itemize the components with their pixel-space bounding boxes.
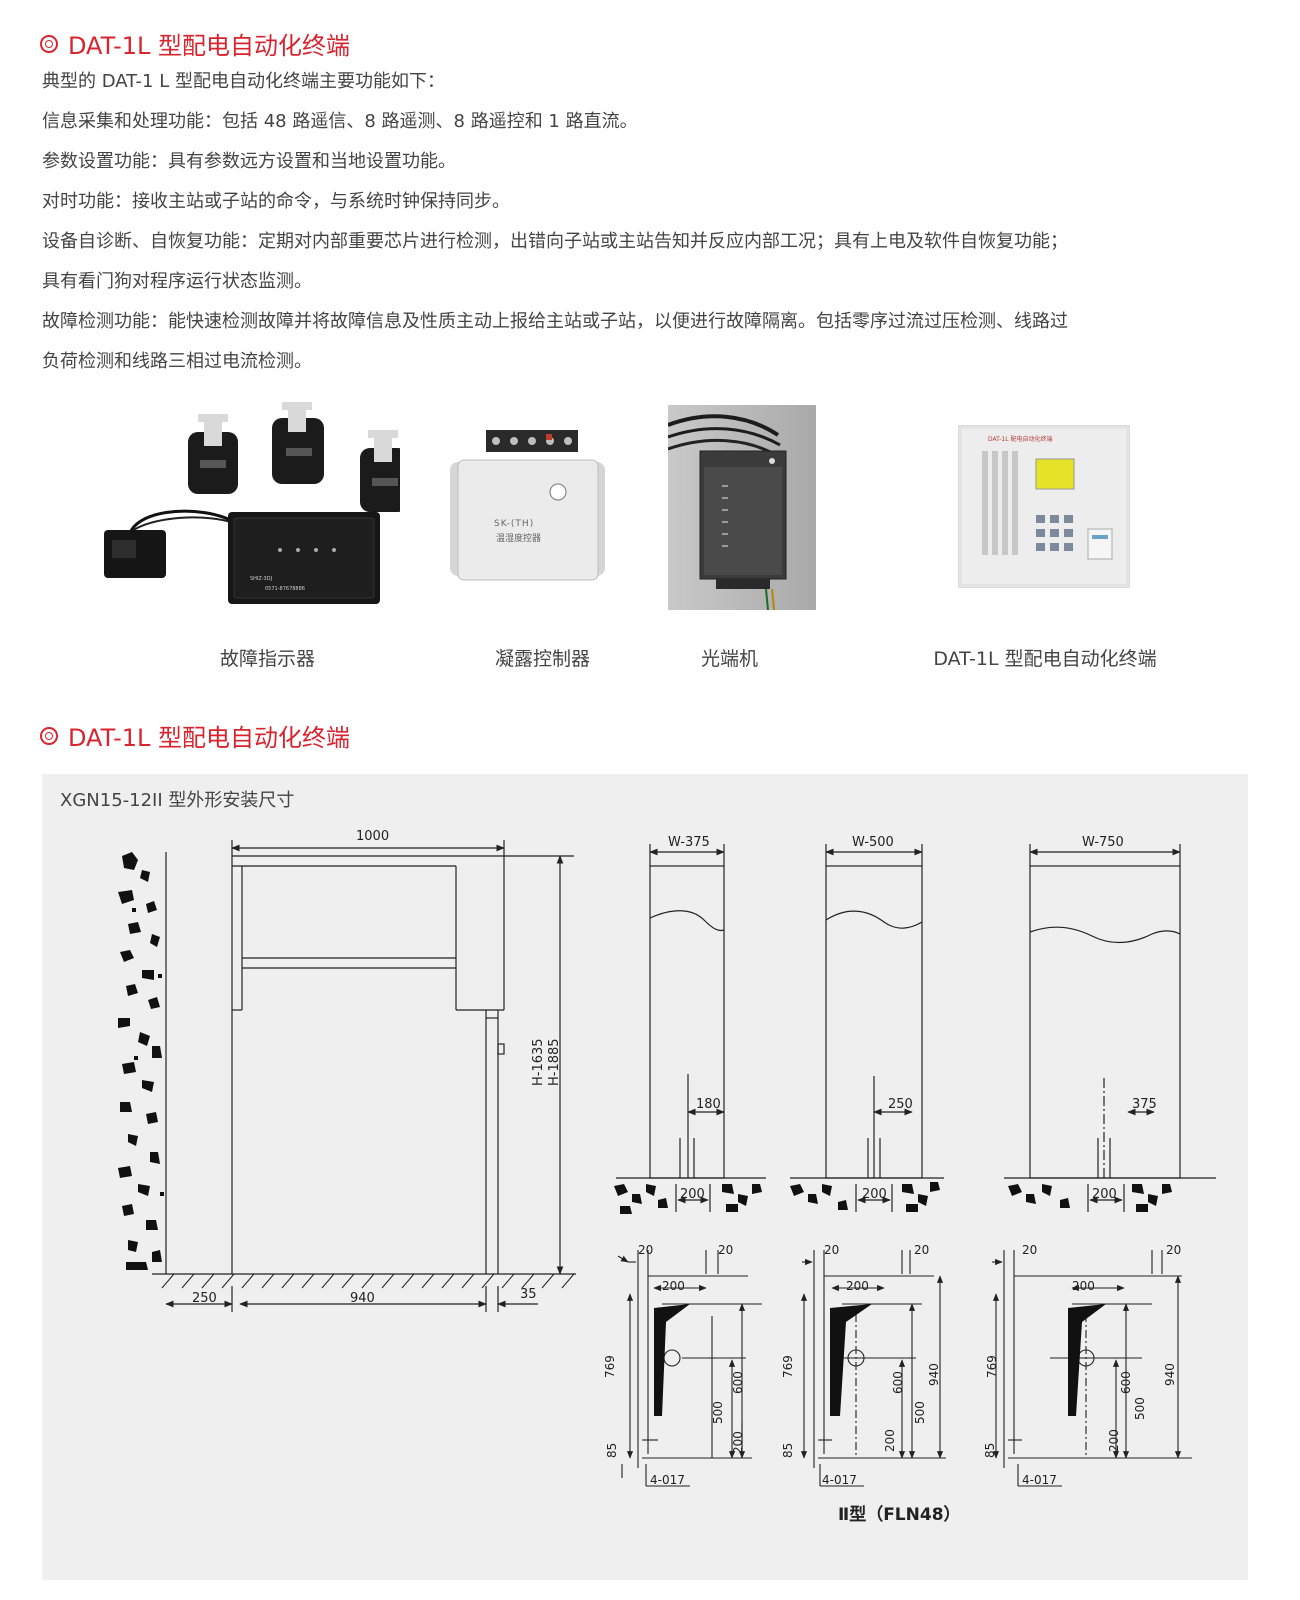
plan-1-c: 200 bbox=[662, 1279, 685, 1293]
feature-description: 典型的 DAT-1 L 型配电自动化终端主要功能如下： 信息采集和处理功能：包括… bbox=[42, 62, 1192, 382]
dimension-drawing-panel: XGN15-12II 型外形安装尺寸 bbox=[42, 774, 1248, 1580]
plan-1-holes: 4-017 bbox=[650, 1473, 685, 1487]
device-phone-text: 0571-87678886 bbox=[265, 586, 305, 592]
plan-3-c: 200 bbox=[1072, 1279, 1095, 1293]
dat-terminal-photo: DAT-1L 配电自动化终端 bbox=[958, 425, 1130, 588]
front-view-1-offset: 180 bbox=[696, 1097, 721, 1112]
front-view-3-width: W-750 bbox=[1082, 835, 1124, 850]
plan-2-d: 769 bbox=[781, 1355, 795, 1378]
paragraph-line: 具有看门狗对程序运行状态监测。 bbox=[42, 271, 312, 292]
front-view-2-offset: 250 bbox=[888, 1097, 913, 1112]
plan-3-f: 500 bbox=[1133, 1397, 1147, 1420]
device-model-text: SK-(TH) bbox=[494, 519, 534, 529]
dimension-drawing: 1000 H-1635 H-1885 250 940 35 bbox=[118, 829, 1216, 1525]
paragraph-line: 设备自诊断、自恢复功能：定期对内部重要芯片进行检测，出错向子站或主站告知并反应内… bbox=[42, 231, 1068, 252]
dim-h1: H-1635 bbox=[531, 1038, 546, 1086]
plan-3-h: 85 bbox=[983, 1443, 997, 1458]
plan-2-total: 940 bbox=[927, 1363, 941, 1386]
plan-2-a: 20 bbox=[824, 1243, 839, 1257]
fault-indicator-photo: SHIZ-3DJ 0571-87678886 bbox=[104, 402, 400, 604]
caption-condensation-controller: 凝露控制器 bbox=[494, 648, 590, 670]
section-heading-2-text: DAT-1L 型配电自动化终端 bbox=[68, 724, 350, 752]
device-model-text: SHIZ-3DJ bbox=[250, 576, 272, 582]
section-heading-1: DAT-1L 型配电自动化终端 bbox=[40, 26, 350, 61]
double-circle-icon bbox=[40, 726, 58, 745]
plan-1-g: 200 bbox=[731, 1431, 745, 1454]
front-view-1-width: W-375 bbox=[668, 835, 710, 850]
plan-1-f: 500 bbox=[711, 1401, 725, 1424]
front-view-1-base: 200 bbox=[680, 1187, 705, 1202]
section-heading-2: DAT-1L 型配电自动化终端 bbox=[40, 718, 350, 753]
plan-3-a: 20 bbox=[1022, 1243, 1037, 1257]
paragraph-line: 负荷检测和线路三相过电流检测。 bbox=[42, 351, 312, 372]
section-heading-1-text: DAT-1L 型配电自动化终端 bbox=[68, 32, 350, 60]
plan-1-h: 85 bbox=[605, 1443, 619, 1458]
plan-1-a: 20 bbox=[638, 1243, 653, 1257]
dim-h2: H-1885 bbox=[547, 1038, 562, 1086]
dim-left: 250 bbox=[192, 1291, 217, 1306]
dim-right: 35 bbox=[520, 1287, 537, 1302]
plan-3-g: 200 bbox=[1107, 1429, 1121, 1452]
plan-1-b: 20 bbox=[718, 1243, 733, 1257]
plan-2-h: 85 bbox=[781, 1443, 795, 1458]
dim-mid: 940 bbox=[350, 1291, 375, 1306]
plan-2-g: 200 bbox=[883, 1429, 897, 1452]
type-label: Ⅱ型（FLN48） bbox=[838, 1504, 961, 1525]
caption-optical-transceiver: 光端机 bbox=[700, 648, 758, 670]
panel-title: XGN15-12II 型外形安装尺寸 bbox=[60, 790, 295, 811]
caption-dat-terminal: DAT-1L 型配电自动化终端 bbox=[933, 648, 1157, 670]
plan-2-e: 600 bbox=[891, 1371, 905, 1394]
front-view-2-base: 200 bbox=[862, 1187, 887, 1202]
paragraph-line: 典型的 DAT-1 L 型配电自动化终端主要功能如下： bbox=[42, 71, 445, 92]
plan-2-b: 20 bbox=[914, 1243, 929, 1257]
double-circle-icon bbox=[40, 34, 58, 53]
plan-1-e: 600 bbox=[731, 1371, 745, 1394]
device-label-text: 温湿度控器 bbox=[496, 532, 541, 544]
dim-width: 1000 bbox=[356, 829, 389, 844]
plan-3-e: 600 bbox=[1119, 1371, 1133, 1394]
plan-2-f: 500 bbox=[913, 1401, 927, 1424]
device-label-text: DAT-1L 配电自动化终端 bbox=[988, 435, 1053, 443]
paragraph-line: 故障检测功能：能快速检测故障并将故障信息及性质主动上报给主站或子站，以便进行故障… bbox=[42, 311, 1068, 332]
paragraph-line: 对时功能：接收主站或子站的命令，与系统时钟保持同步。 bbox=[42, 191, 510, 212]
front-view-3-offset: 375 bbox=[1132, 1097, 1157, 1112]
caption-fault-indicator: 故障指示器 bbox=[219, 648, 315, 670]
plan-2-holes: 4-017 bbox=[822, 1473, 857, 1487]
condensation-controller-photo: SK-(TH) 温湿度控器 bbox=[450, 430, 605, 581]
plan-3-total: 940 bbox=[1163, 1363, 1177, 1386]
optical-transceiver-photo bbox=[668, 405, 816, 610]
front-view-2-width: W-500 bbox=[852, 835, 894, 850]
plan-1-d: 769 bbox=[603, 1355, 617, 1378]
plan-3-holes: 4-017 bbox=[1022, 1473, 1057, 1487]
plan-2-c: 200 bbox=[846, 1279, 869, 1293]
front-view-3-base: 200 bbox=[1092, 1187, 1117, 1202]
paragraph-line: 参数设置功能：具有参数远方设置和当地设置功能。 bbox=[42, 151, 456, 172]
plan-3-d: 769 bbox=[985, 1355, 999, 1378]
plan-3-b: 20 bbox=[1166, 1243, 1181, 1257]
paragraph-line: 信息采集和处理功能：包括 48 路遥信、8 路遥测、8 路遥控和 1 路直流。 bbox=[42, 111, 638, 132]
